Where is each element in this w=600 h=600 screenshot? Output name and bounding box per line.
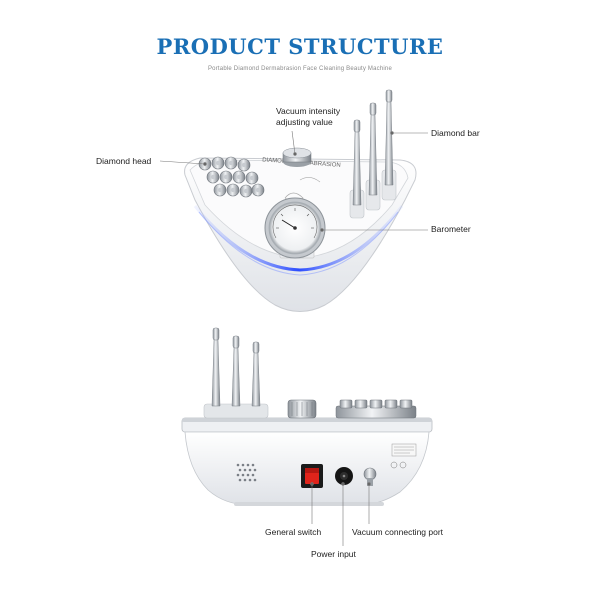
vacuum-knob [282, 147, 312, 167]
diamond-heads [198, 156, 265, 198]
label-diamond-head: Diamond head [96, 156, 152, 166]
side-view-device [181, 327, 433, 506]
page-title: PRODUCT STRUCTURE [156, 34, 444, 59]
side-diamond-bars [211, 327, 261, 407]
label-vacuum-intensity: Vacuum intensity adjusting value [276, 106, 340, 128]
speaker-grille-icon [236, 463, 257, 482]
label-power-input: Power input [311, 549, 356, 559]
diamond-bars [349, 89, 397, 219]
label-barometer: Barometer [431, 224, 471, 234]
power-switch-icon [301, 464, 323, 488]
power-input-icon [335, 467, 353, 485]
label-vacuum-port: Vacuum connecting port [352, 527, 444, 537]
label-general-switch: General switch [265, 527, 322, 537]
page-subtitle: Portable Diamond Dermabrasion Face Clean… [207, 66, 393, 72]
vacuum-port-icon [363, 467, 377, 486]
top-led-strip [193, 205, 404, 272]
top-callout-lines [159, 130, 428, 232]
side-diamond-heads [335, 399, 417, 419]
label-vacuum-line1: Vacuum intensity [276, 106, 341, 116]
side-callout-lines [310, 482, 371, 546]
gauge-icon [264, 197, 326, 259]
label-diamond-bar: Diamond bar [431, 128, 480, 138]
label-vacuum-line2: adjusting value [276, 117, 333, 127]
top-view-device: DIAMOND DERMABRASION [184, 89, 417, 312]
